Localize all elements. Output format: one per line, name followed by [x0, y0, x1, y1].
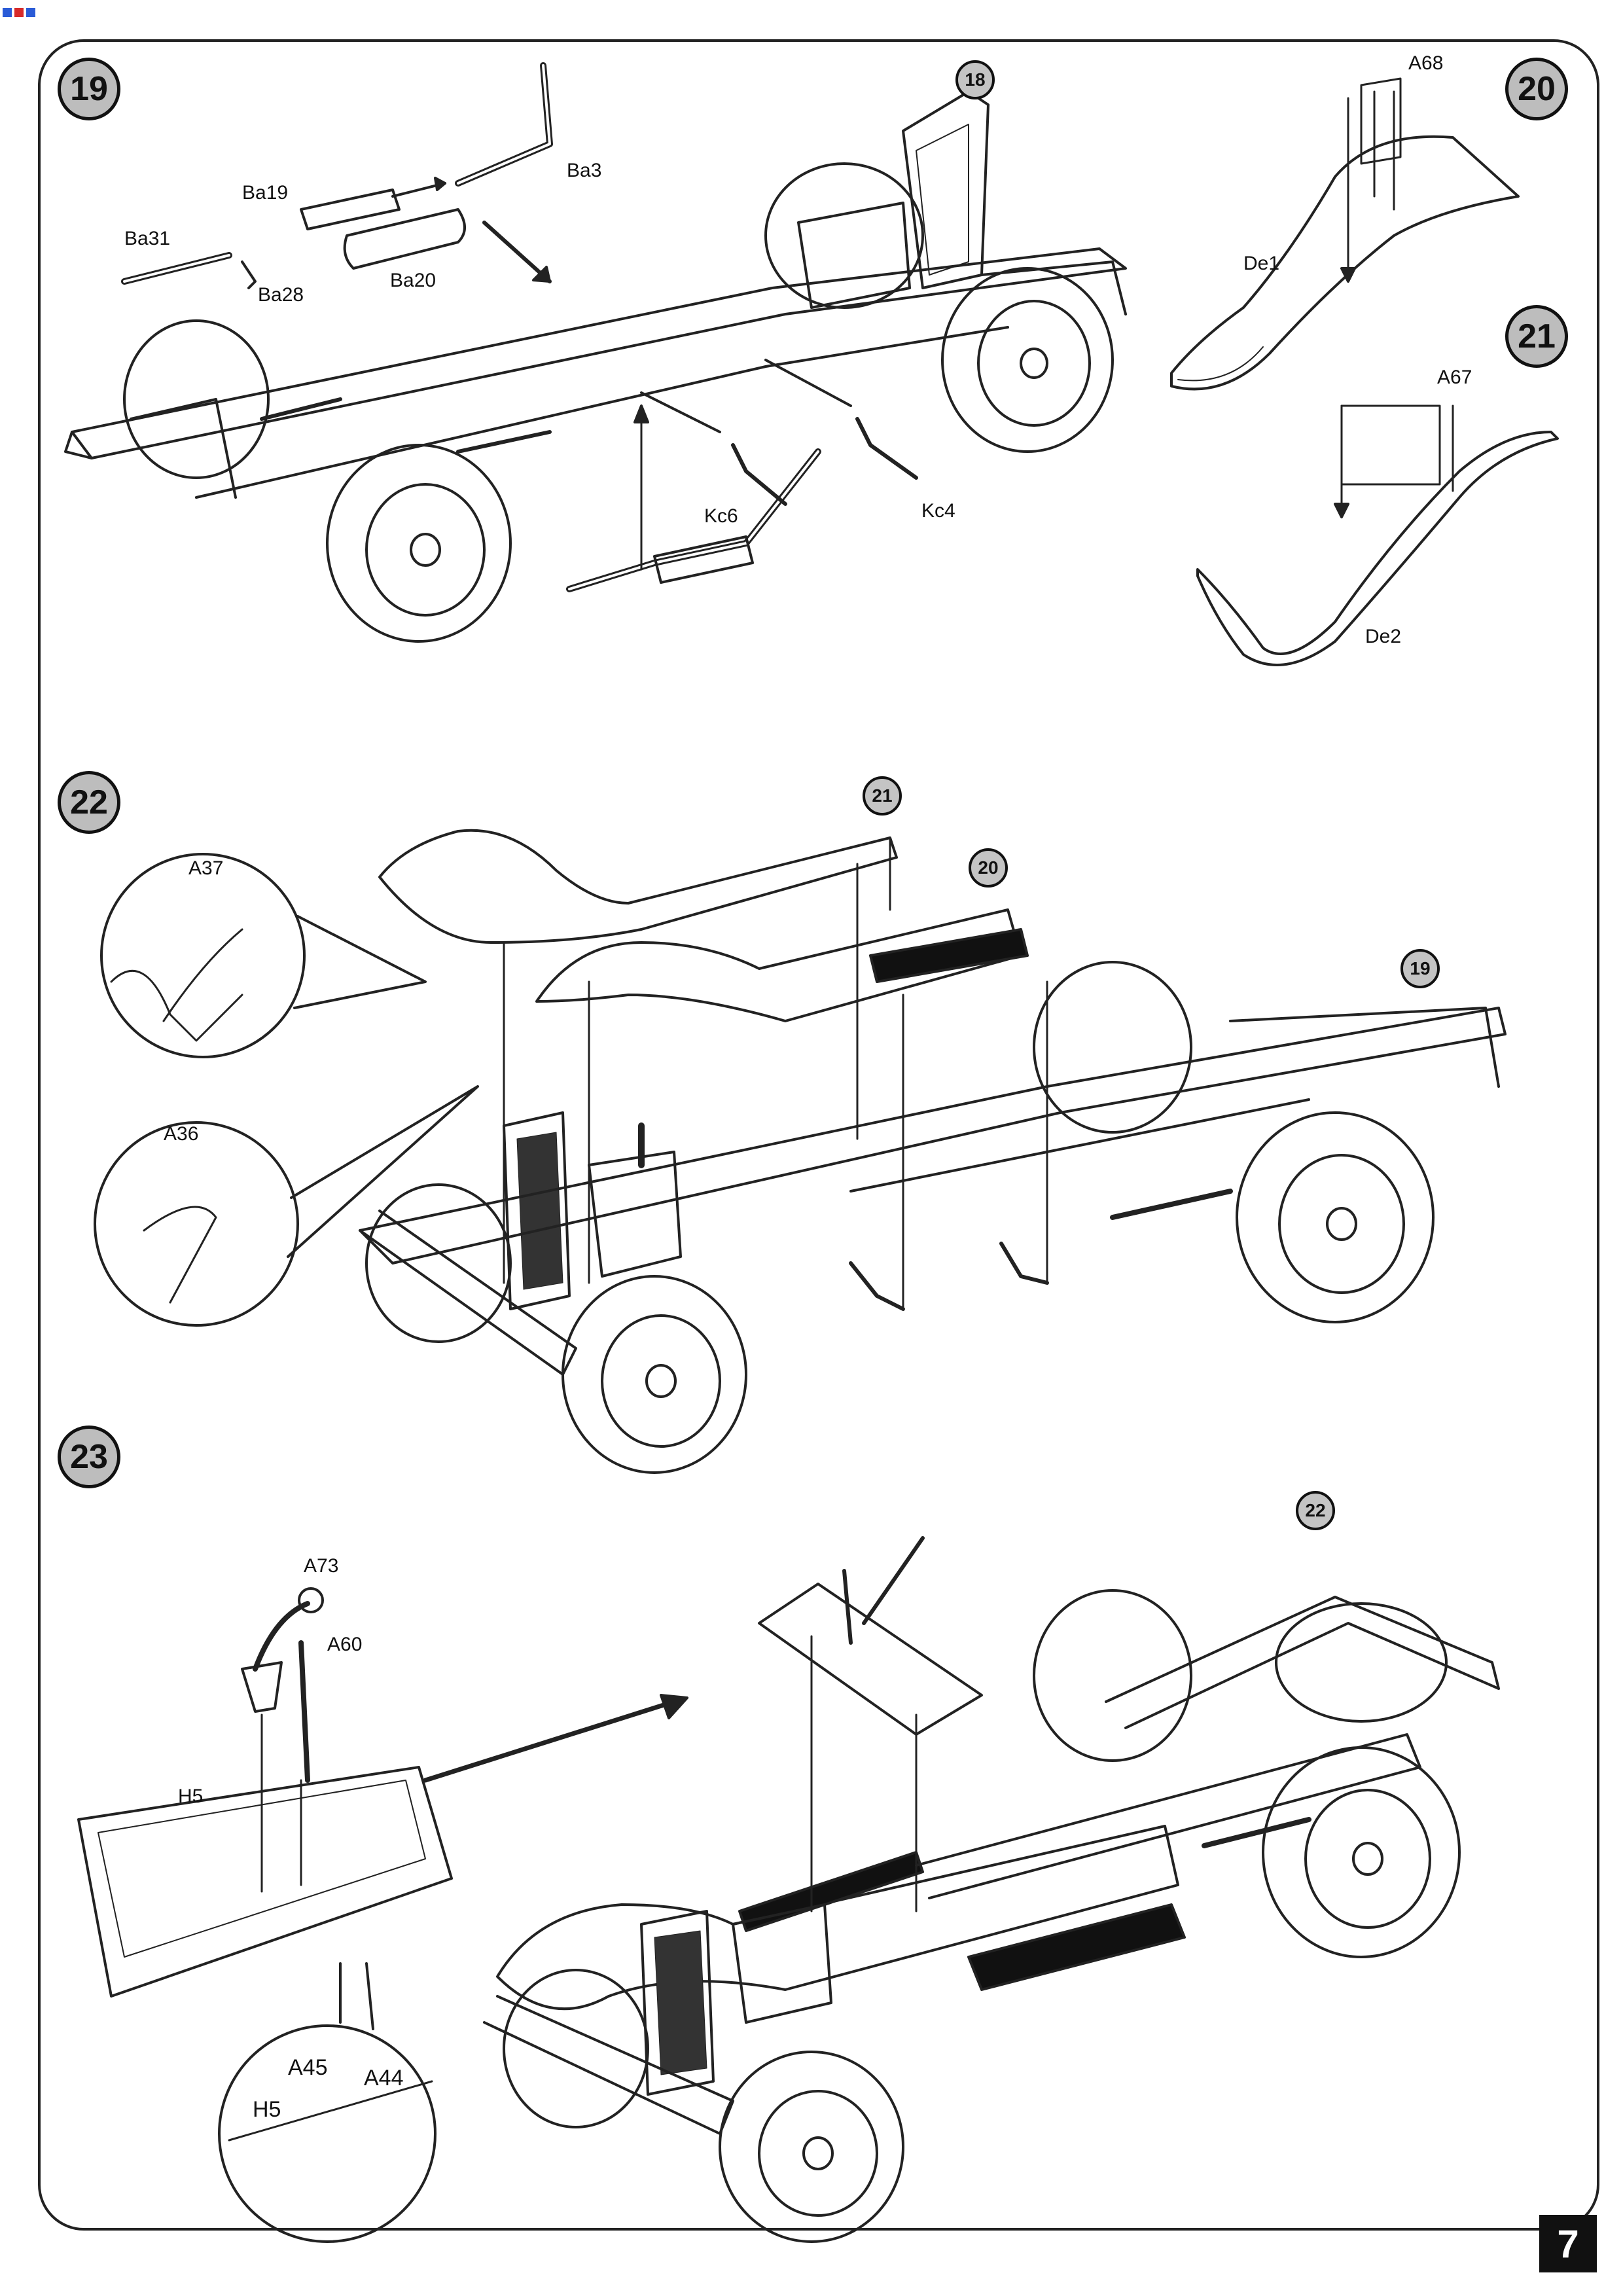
- heat-shield-ba20: [343, 208, 466, 270]
- detail-circle-a45-a44: [218, 2024, 437, 2243]
- rear-wheel-right-19: [326, 444, 512, 643]
- front-wheel-22: [562, 1275, 747, 1474]
- ref-badge-22: 22: [1296, 1491, 1335, 1530]
- page-frame: [38, 39, 1599, 2231]
- part-label-ba20: Ba20: [390, 270, 437, 291]
- watermark-logo: [3, 1, 35, 24]
- muffler-ba19: [300, 188, 401, 230]
- floor-installed-23: [758, 1583, 983, 1736]
- floating-fender-left-22: [378, 829, 898, 944]
- front-wheel-right-19: [941, 267, 1114, 453]
- part-label-de2: De2: [1365, 626, 1402, 647]
- step21-fender-drawing: [1196, 404, 1559, 666]
- part-label-kc6: Kc6: [704, 505, 738, 527]
- detail-circle-a37: [100, 853, 306, 1058]
- step-badge-22: 22: [58, 771, 120, 834]
- page-number: 7: [1539, 2215, 1597, 2272]
- part-label-ba19: Ba19: [242, 182, 289, 204]
- part-a67: [1340, 404, 1441, 486]
- step19-chassis-drawing: [64, 62, 1127, 643]
- part-label-h5: H5: [178, 1785, 204, 1807]
- step-badge-20: 20: [1505, 58, 1568, 120]
- part-label-kc4: Kc4: [921, 500, 955, 522]
- part-label-a44: A44: [364, 2066, 404, 2090]
- ref-badge-19: 19: [1400, 949, 1440, 988]
- front-wheel-left-19: [764, 162, 924, 309]
- exhaust-pipe-ba3: [455, 62, 553, 187]
- step-badge-19: 19: [58, 58, 120, 120]
- bracket-kc6: [731, 443, 787, 506]
- ref-badge-21: 21: [863, 776, 902, 816]
- ref-badge-18: 18: [955, 60, 995, 99]
- part-label-a68: A68: [1408, 52, 1444, 74]
- step20-fender-drawing: [1170, 77, 1520, 391]
- part-label-ba31: Ba31: [124, 228, 171, 249]
- handbrake-a60: [298, 1640, 310, 1783]
- radiator-19: [902, 90, 990, 289]
- step23-drawing: [77, 1536, 1500, 2243]
- part-label-a73: A73: [304, 1555, 339, 1577]
- running-board-tread-23: [967, 1903, 1186, 1991]
- ref-badge-20: 20: [969, 848, 1008, 888]
- part-label-a36: A36: [164, 1123, 199, 1145]
- running-board-tread-22: [869, 928, 1029, 983]
- detail-circle-a36: [94, 1121, 299, 1327]
- part-label-a67: A67: [1437, 367, 1472, 388]
- part-label-ba3: Ba3: [567, 160, 602, 181]
- step-badge-21: 21: [1505, 305, 1568, 368]
- bracket-kc4: [855, 417, 918, 480]
- part-label-a37: A37: [188, 857, 224, 879]
- front-wheel-23: [719, 2051, 904, 2243]
- part-a68: [1360, 77, 1402, 165]
- part-label-h5-detail: H5: [253, 2097, 281, 2122]
- part-label-a45: A45: [288, 2055, 328, 2080]
- floor-panel-h5: [77, 1766, 453, 1998]
- step22-chassis-drawing: [94, 829, 1507, 1474]
- rear-wheel-23: [1262, 1746, 1461, 1958]
- step-badge-23: 23: [58, 1426, 120, 1488]
- part-label-ba28: Ba28: [258, 284, 304, 306]
- rear-wheel-22: [1236, 1111, 1435, 1323]
- fender-de2: [1196, 431, 1559, 666]
- part-label-de1: De1: [1243, 253, 1280, 274]
- exhaust-assembly-bottom: [566, 448, 821, 592]
- fender-de1: [1170, 135, 1520, 391]
- part-label-a60: A60: [327, 1634, 363, 1655]
- rear-wheel-left-19: [123, 319, 270, 479]
